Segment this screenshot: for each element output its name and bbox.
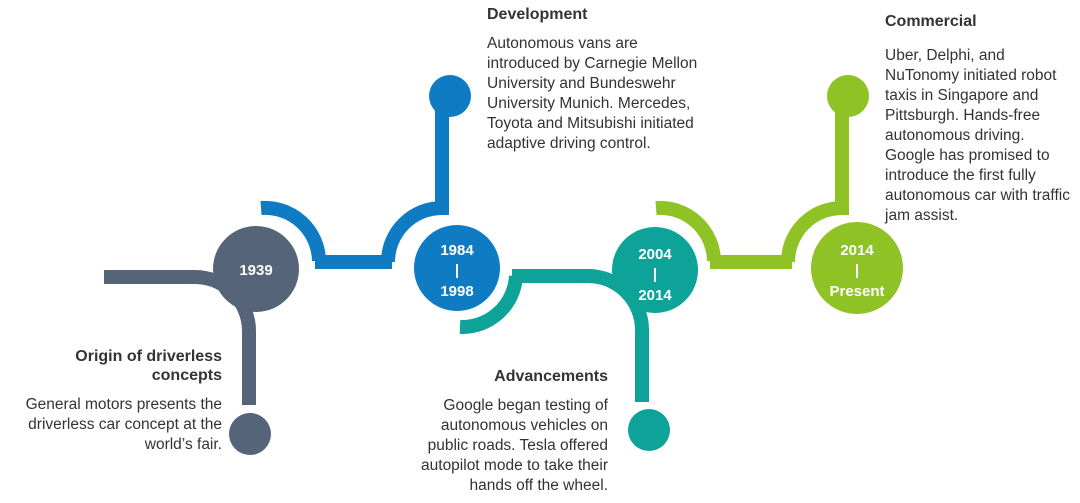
stage-2014-present-connector: [781, 110, 849, 263]
stage-2004-2014-node-line-3: 2014: [638, 287, 672, 304]
stage-1984-1998-description: Development Autonomous vans are introduc…: [487, 5, 707, 154]
stage-2004-2014-description: Advancements Google began testing of aut…: [400, 367, 608, 496]
stage-2004-2014-arc-left: [459, 275, 523, 335]
stage-1939-graphic: 1939: [104, 226, 299, 455]
stage-1984-1998-end-dot: [429, 75, 471, 117]
stage-1939-text: General motors presents the driverless c…: [25, 396, 222, 453]
stage-1939-end-dot: [229, 413, 271, 455]
stage-2014-present-node-line-1: 2014: [840, 242, 874, 259]
stage-1984-1998-node-line-1: 1984: [440, 242, 474, 259]
stage-2014-present-graphic: 2014 | Present: [655, 75, 903, 314]
stage-2004-2014-graphic: 2004 | 2014: [459, 227, 698, 451]
stage-1984-1998-connector: [381, 110, 449, 263]
stage-2004-2014-node-line-1: 2004: [638, 246, 672, 263]
stage-1984-1998-graphic: 1984 | 1998: [260, 75, 500, 311]
stage-1939-description: Origin of driverless concepts General mo…: [0, 347, 222, 455]
stage-2014-present-description: Commercial Uber, Delphi, and NuTonomy in…: [885, 12, 1077, 226]
stage-2014-present-node-line-3: Present: [829, 283, 884, 300]
stage-1984-1998-title: Development: [487, 6, 588, 23]
stage-1939-node-label: 1939: [239, 262, 272, 279]
stage-2004-2014-text: Google began testing of autonomous vehic…: [421, 397, 608, 494]
stage-1984-1998-arc-left: [260, 200, 326, 262]
stage-2014-present-end-dot: [827, 75, 869, 117]
stage-2014-present-title: Commercial: [885, 13, 977, 30]
stage-1984-1998-text: Autonomous vans are introduced by Carneg…: [487, 35, 698, 152]
stage-2004-2014-title: Advancements: [494, 368, 608, 385]
stage-2014-present-text: Uber, Delphi, and NuTonomy initiated rob…: [885, 47, 1070, 224]
stage-2004-2014-node-line-2: |: [653, 266, 657, 283]
stage-2004-2014-node: [612, 227, 698, 313]
stage-1984-1998-node-line-3: 1998: [440, 283, 473, 300]
stage-2014-present-node: [811, 222, 903, 314]
stage-2014-present-node-line-2: |: [855, 262, 859, 279]
stage-1939-node: [213, 226, 299, 312]
stage-2014-present-arc-left: [655, 200, 721, 262]
stage-1984-1998-node: [414, 225, 500, 311]
stage-2004-2014-end-dot: [628, 409, 670, 451]
stage-1939-title: Origin of driverless concepts: [75, 348, 222, 384]
stage-1984-1998-node-line-2: |: [455, 262, 459, 279]
